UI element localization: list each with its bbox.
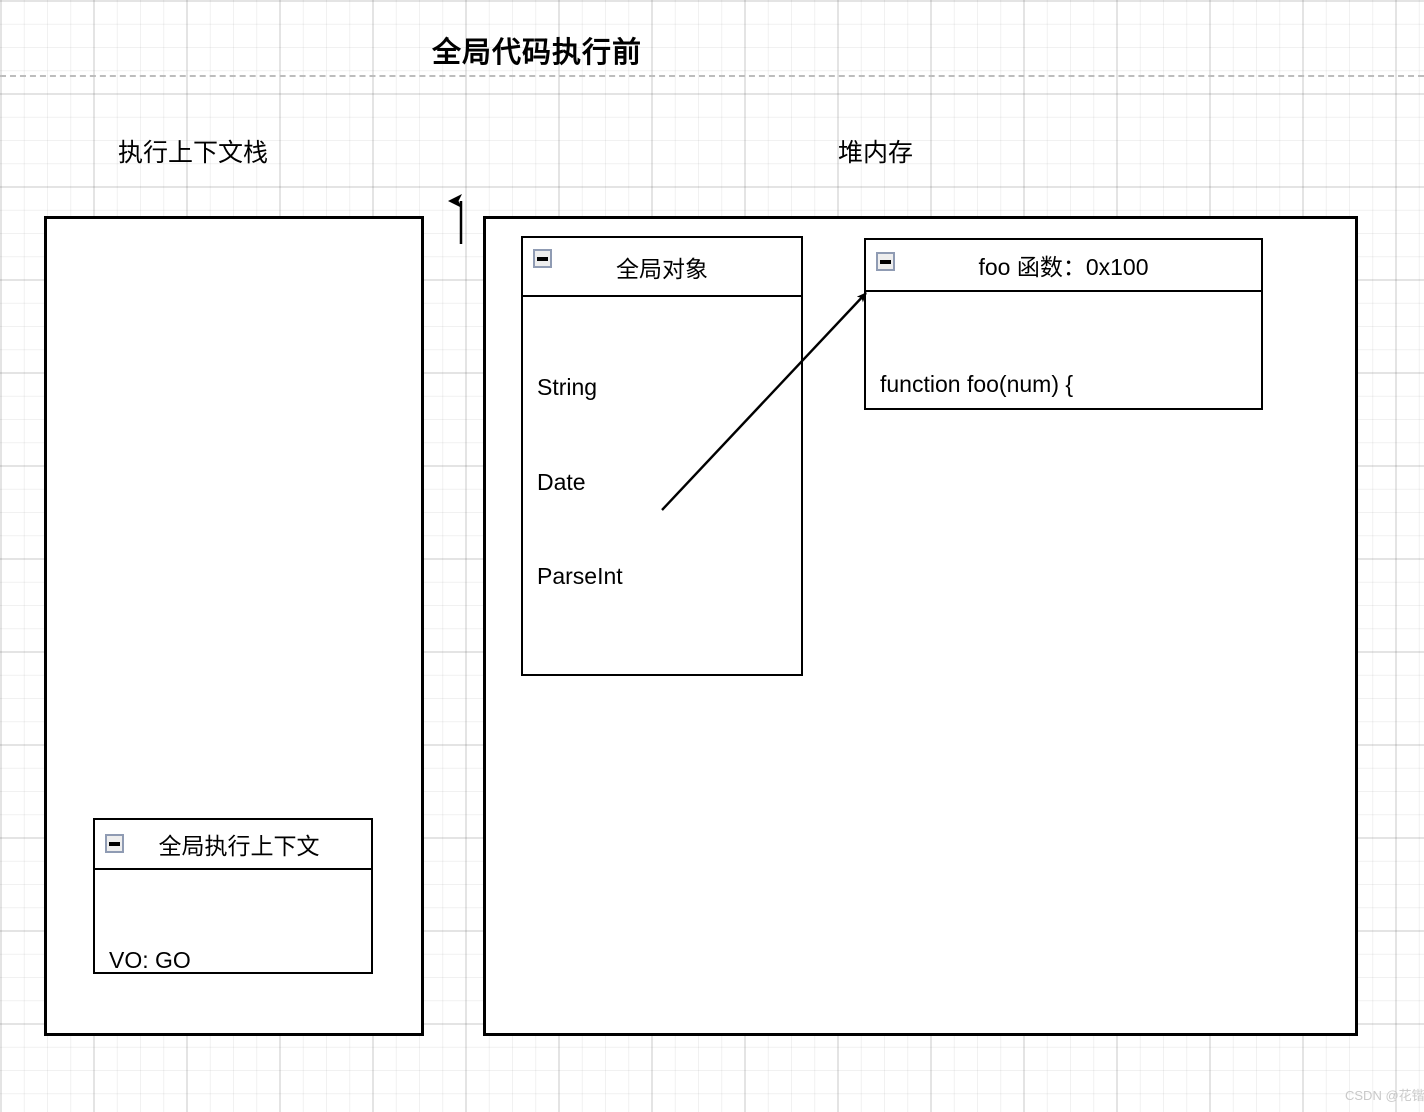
card-title: foo 函数：0x100: [978, 254, 1149, 280]
csdn-watermark: CSDN @花锴: [1345, 1088, 1424, 1103]
label-heap-memory: 堆内存: [838, 139, 914, 167]
card-line: ....: [537, 657, 563, 675]
card-line: VO: GO: [109, 947, 191, 972]
card-header: 全局执行上下文: [95, 820, 371, 870]
minus-collapse-icon[interactable]: [876, 252, 895, 271]
card-line: function foo(num) {: [880, 371, 1074, 397]
card-line: ParseInt: [537, 563, 623, 589]
global-execution-context-card[interactable]: 全局执行上下文 VO: GO 作用域链 this: [93, 818, 373, 974]
card-line: Date: [537, 468, 586, 495]
card-line: String: [537, 374, 598, 400]
card-body: VO: GO 作用域链 this: [95, 870, 371, 972]
global-object-card[interactable]: 全局对象 String Date ParseInt .... foo: 0x10…: [521, 236, 803, 676]
card-body: String Date ParseInt .... foo: 0x100 mes…: [523, 297, 801, 674]
header-divider-line: [0, 75, 1424, 77]
card-title: 全局对象: [616, 255, 708, 282]
card-title: 全局执行上下文: [158, 833, 320, 859]
minus-collapse-icon[interactable]: [533, 249, 552, 268]
card-body: function foo(num) { var message = 'Foo M…: [866, 292, 1261, 408]
foo-function-card[interactable]: foo 函数：0x100 function foo(num) { var mes…: [864, 238, 1263, 410]
label-execution-context-stack: 执行上下文栈: [118, 139, 269, 167]
card-header: foo 函数：0x100: [866, 240, 1261, 292]
minus-collapse-icon[interactable]: [105, 834, 124, 853]
card-header: 全局对象: [523, 238, 801, 297]
page-title: 全局代码执行前: [432, 37, 643, 69]
